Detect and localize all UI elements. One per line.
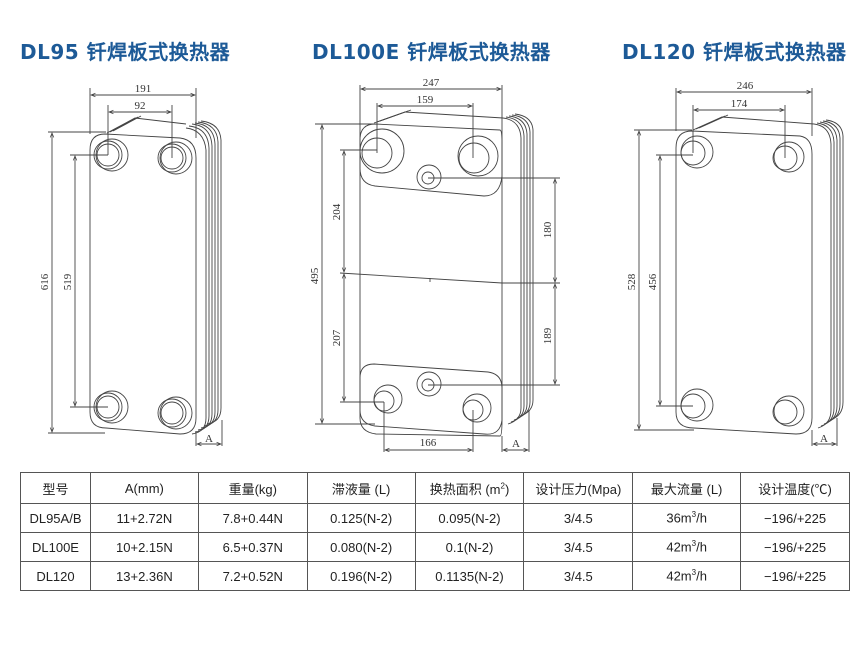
- dim-dl95-thickness: A: [205, 433, 213, 445]
- plate-stack: [106, 115, 222, 435]
- dim-dl100e-thickness: A: [512, 438, 520, 450]
- dim-dl100e-lower-height: 207: [331, 329, 343, 346]
- port-bottom-right: [772, 395, 805, 427]
- cell-flow: 42m3/h: [632, 561, 742, 591]
- title-dl120: DL120 钎焊板式换热器: [622, 40, 847, 64]
- cell-holdup: 0.196(N-2): [306, 561, 416, 591]
- diagram-dl95: [48, 88, 223, 446]
- dim-dl120-width: 246: [737, 80, 754, 92]
- dim-dl100e-lower-right: 189: [542, 327, 554, 344]
- dim-dl120-port-height: 456: [647, 273, 659, 290]
- dim-dl100e-height: 495: [309, 267, 321, 284]
- cell-pressure: 3/4.5: [523, 532, 634, 562]
- cell-area: 0.1(N-2): [414, 532, 525, 562]
- header-area: 换热面积 (m2): [414, 472, 525, 504]
- dim-dl95-port-spacing: 92: [135, 100, 146, 112]
- cell-model: DL95A/B: [20, 503, 91, 533]
- cell-flow-unit: /h: [696, 510, 707, 526]
- cell-a: 11+2.72N: [89, 503, 199, 533]
- header-flow: 最大流量 (L): [632, 472, 742, 504]
- cell-flow-sup: 3: [691, 568, 697, 578]
- port-center-bottom: [416, 371, 442, 397]
- front-plate: [89, 133, 197, 435]
- diagram-dl120: [634, 88, 844, 446]
- port-top-right: [157, 141, 193, 175]
- front-plate: [675, 130, 813, 435]
- diagrams-canvas: 191 92 616 519 A: [39, 77, 844, 470]
- cell-pressure: 3/4.5: [523, 503, 634, 533]
- cell-weight: 7.2+0.52N: [197, 561, 308, 591]
- cell-model: DL120: [20, 561, 91, 591]
- dim-dl100e-upper-height: 204: [331, 203, 343, 220]
- plate-stack: [373, 109, 534, 425]
- dim-dl120-height: 528: [626, 273, 638, 290]
- port-bottom-left: [680, 388, 714, 422]
- cell-temp: −196/+225: [740, 503, 850, 533]
- dim-dl95-width: 191: [135, 83, 152, 95]
- header-weight: 重量(kg): [197, 472, 308, 504]
- cell-pressure: 3/4.5: [523, 561, 634, 591]
- cell-a: 10+2.15N: [89, 532, 199, 562]
- header-holdup: 滞液量 (L): [306, 472, 416, 504]
- port-bottom-left: [373, 384, 403, 414]
- cell-flow-value: 42m: [666, 568, 692, 584]
- cell-area: 0.1135(N-2): [414, 561, 525, 591]
- cell-weight: 6.5+0.37N: [197, 532, 308, 562]
- plate-stack: [692, 114, 844, 429]
- port-top-right: [457, 135, 499, 177]
- table-row: DL100E 10+2.15N 6.5+0.37N 0.080(N-2) 0.1…: [20, 532, 850, 562]
- port-top-left: [359, 128, 405, 174]
- cell-flow-sup: 3: [691, 539, 697, 549]
- top-manifold: [359, 123, 503, 197]
- header-pressure: 设计压力(Mpa): [523, 472, 634, 504]
- cell-a: 13+2.36N: [89, 561, 199, 591]
- cell-flow-value: 36m: [666, 510, 692, 526]
- cell-flow-unit: /h: [696, 539, 707, 555]
- port-bottom-right: [157, 396, 193, 430]
- header-a: A(mm): [89, 472, 199, 504]
- port-center-top: [416, 164, 442, 190]
- dim-dl100e-bottom-spacing: 166: [420, 437, 437, 449]
- cell-area: 0.095(N-2): [414, 503, 525, 533]
- dim-dl95-height: 616: [39, 273, 51, 290]
- spec-table: 型号 A(mm) 重量(kg) 滞液量 (L) 换热面积 (m2) 设计压力(M…: [20, 472, 850, 591]
- cell-holdup: 0.125(N-2): [306, 503, 416, 533]
- bottom-manifold: [359, 363, 503, 435]
- port-top-right: [772, 141, 805, 173]
- cell-weight: 7.8+0.44N: [197, 503, 308, 533]
- dim-dl100e-port-spacing: 159: [417, 94, 434, 106]
- title-dl95: DL95 钎焊板式换热器: [20, 40, 231, 64]
- cell-flow: 42m3/h: [632, 532, 742, 562]
- dim-dl120-port-spacing: 174: [731, 98, 748, 110]
- cell-flow-sup: 3: [691, 510, 697, 520]
- header-area-sup: 2: [500, 481, 505, 491]
- header-model: 型号: [20, 472, 91, 504]
- dim-dl95-port-height: 519: [62, 273, 74, 290]
- port-bottom-right: [462, 393, 492, 423]
- diagram-dl100e: [315, 85, 560, 452]
- header-temp: 设计温度(℃): [740, 472, 850, 504]
- dim-dl100e-upper-right: 180: [542, 221, 554, 238]
- port-top-left: [680, 135, 714, 169]
- dim-dl120-thickness: A: [820, 433, 828, 445]
- cell-flow: 36m3/h: [632, 503, 742, 533]
- header-area-close: ): [504, 481, 510, 497]
- table-row: DL95A/B 11+2.72N 7.8+0.44N 0.125(N-2) 0.…: [20, 503, 850, 533]
- cell-holdup: 0.080(N-2): [306, 532, 416, 562]
- cell-temp: −196/+225: [740, 532, 850, 562]
- table-row: DL120 13+2.36N 7.2+0.52N 0.196(N-2) 0.11…: [20, 561, 850, 591]
- cell-flow-unit: /h: [696, 568, 707, 584]
- header-area-text: 换热面积 (m: [429, 481, 501, 497]
- cell-flow-value: 42m: [666, 539, 692, 555]
- table-header-row: 型号 A(mm) 重量(kg) 滞液量 (L) 换热面积 (m2) 设计压力(M…: [20, 472, 850, 504]
- dim-dl100e-width: 247: [423, 77, 440, 89]
- cell-model: DL100E: [20, 532, 91, 562]
- title-dl100e: DL100E 钎焊板式换热器: [312, 40, 551, 64]
- cell-temp: −196/+225: [740, 561, 850, 591]
